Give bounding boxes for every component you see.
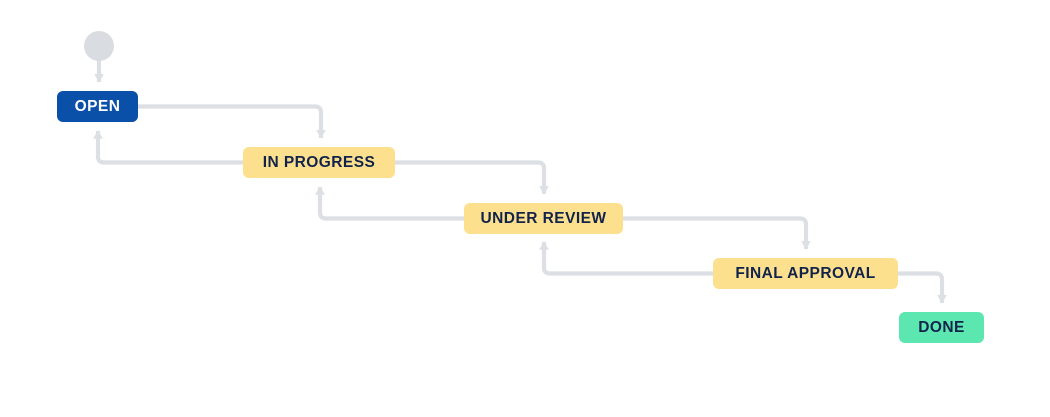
start-circle <box>84 31 114 61</box>
status-node-under-review[interactable]: UNDER REVIEW <box>464 203 623 234</box>
connector-under-review-to-final-approval <box>623 216 811 250</box>
status-node-in-progress[interactable]: IN PROGRESS <box>243 147 395 178</box>
connector-final-approval-to-under-review <box>539 241 713 276</box>
status-node-final-approval[interactable]: FINAL APPROVAL <box>713 258 898 289</box>
connector-under-review-to-in-progress <box>315 186 464 221</box>
connector-final-approval-to-done <box>898 271 947 304</box>
status-node-done[interactable]: DONE <box>899 312 984 343</box>
connector-in-progress-to-under-review <box>395 160 549 195</box>
connector-in-progress-to-open <box>93 130 243 165</box>
connector-open-to-in-progress <box>138 104 326 139</box>
status-node-open[interactable]: OPEN <box>57 91 138 122</box>
